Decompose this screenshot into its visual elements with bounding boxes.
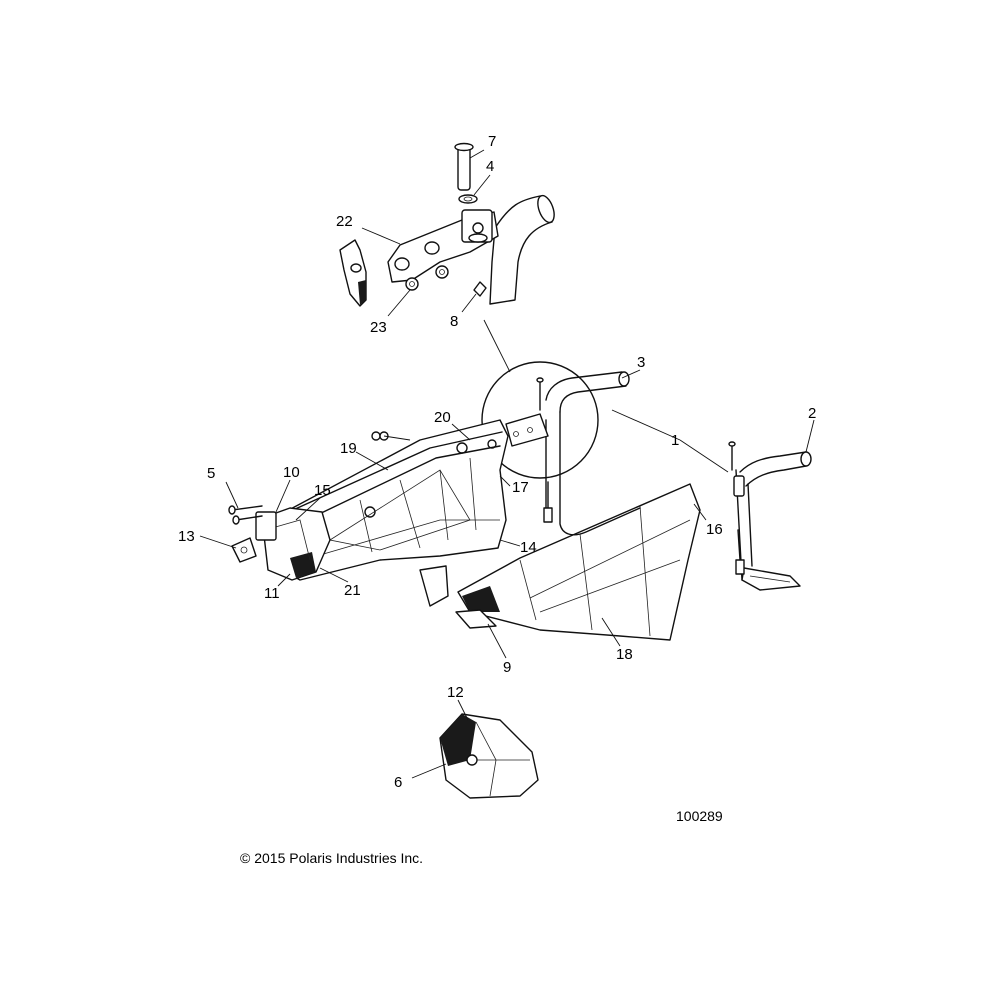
callout-21: 21	[344, 582, 361, 599]
callout-3: 3	[637, 354, 645, 371]
detail-bracket-part	[505, 377, 553, 523]
side-plate-part	[339, 239, 367, 307]
callout-17: 17	[512, 479, 529, 496]
detail-circle	[481, 361, 599, 479]
callout-1: 1	[671, 432, 679, 449]
callout-5: 5	[207, 465, 215, 482]
bolt-7-part	[454, 142, 474, 191]
hinge-detail-group	[339, 142, 555, 307]
nuts-23-part	[405, 265, 449, 291]
callout-14: 14	[520, 539, 537, 556]
figure-number: 100289	[676, 808, 723, 824]
callout-12: 12	[447, 684, 464, 701]
bracket-6-part	[439, 713, 539, 799]
copyright-notice: © 2015 Polaris Industries Inc.	[240, 850, 424, 866]
clip-8-part	[473, 281, 487, 297]
callout-19: 19	[340, 440, 357, 457]
hinge-bracket-22-part	[387, 209, 499, 283]
callout-11: 11	[264, 585, 280, 602]
callout-2: 2	[808, 405, 816, 422]
callout-9: 9	[503, 659, 511, 676]
detail-connector-line	[483, 319, 511, 373]
callout-6: 6	[394, 774, 402, 791]
washer-4-part	[458, 194, 478, 204]
side-panel-18-part	[419, 483, 701, 641]
callout-16: 16	[706, 521, 723, 538]
callout-18: 18	[616, 646, 633, 663]
callout-23: 23	[370, 319, 387, 336]
callout-15: 15	[314, 482, 331, 499]
callout-7: 7	[488, 133, 496, 150]
roll-bar-2-part	[728, 441, 812, 591]
frame-assembly-group	[228, 419, 509, 581]
callout-labels: 1 2 3 4 5 6 7 8 9 10 11 12 13 14 15 16 1…	[178, 133, 816, 791]
roll-bar-tube-part	[489, 194, 555, 305]
callout-22: 22	[336, 213, 353, 230]
callout-8: 8	[450, 313, 458, 330]
callout-10: 10	[283, 464, 300, 481]
leader-lines	[199, 149, 815, 779]
callout-4: 4	[486, 158, 494, 175]
callout-13: 13	[178, 528, 195, 545]
callout-20: 20	[434, 409, 451, 426]
